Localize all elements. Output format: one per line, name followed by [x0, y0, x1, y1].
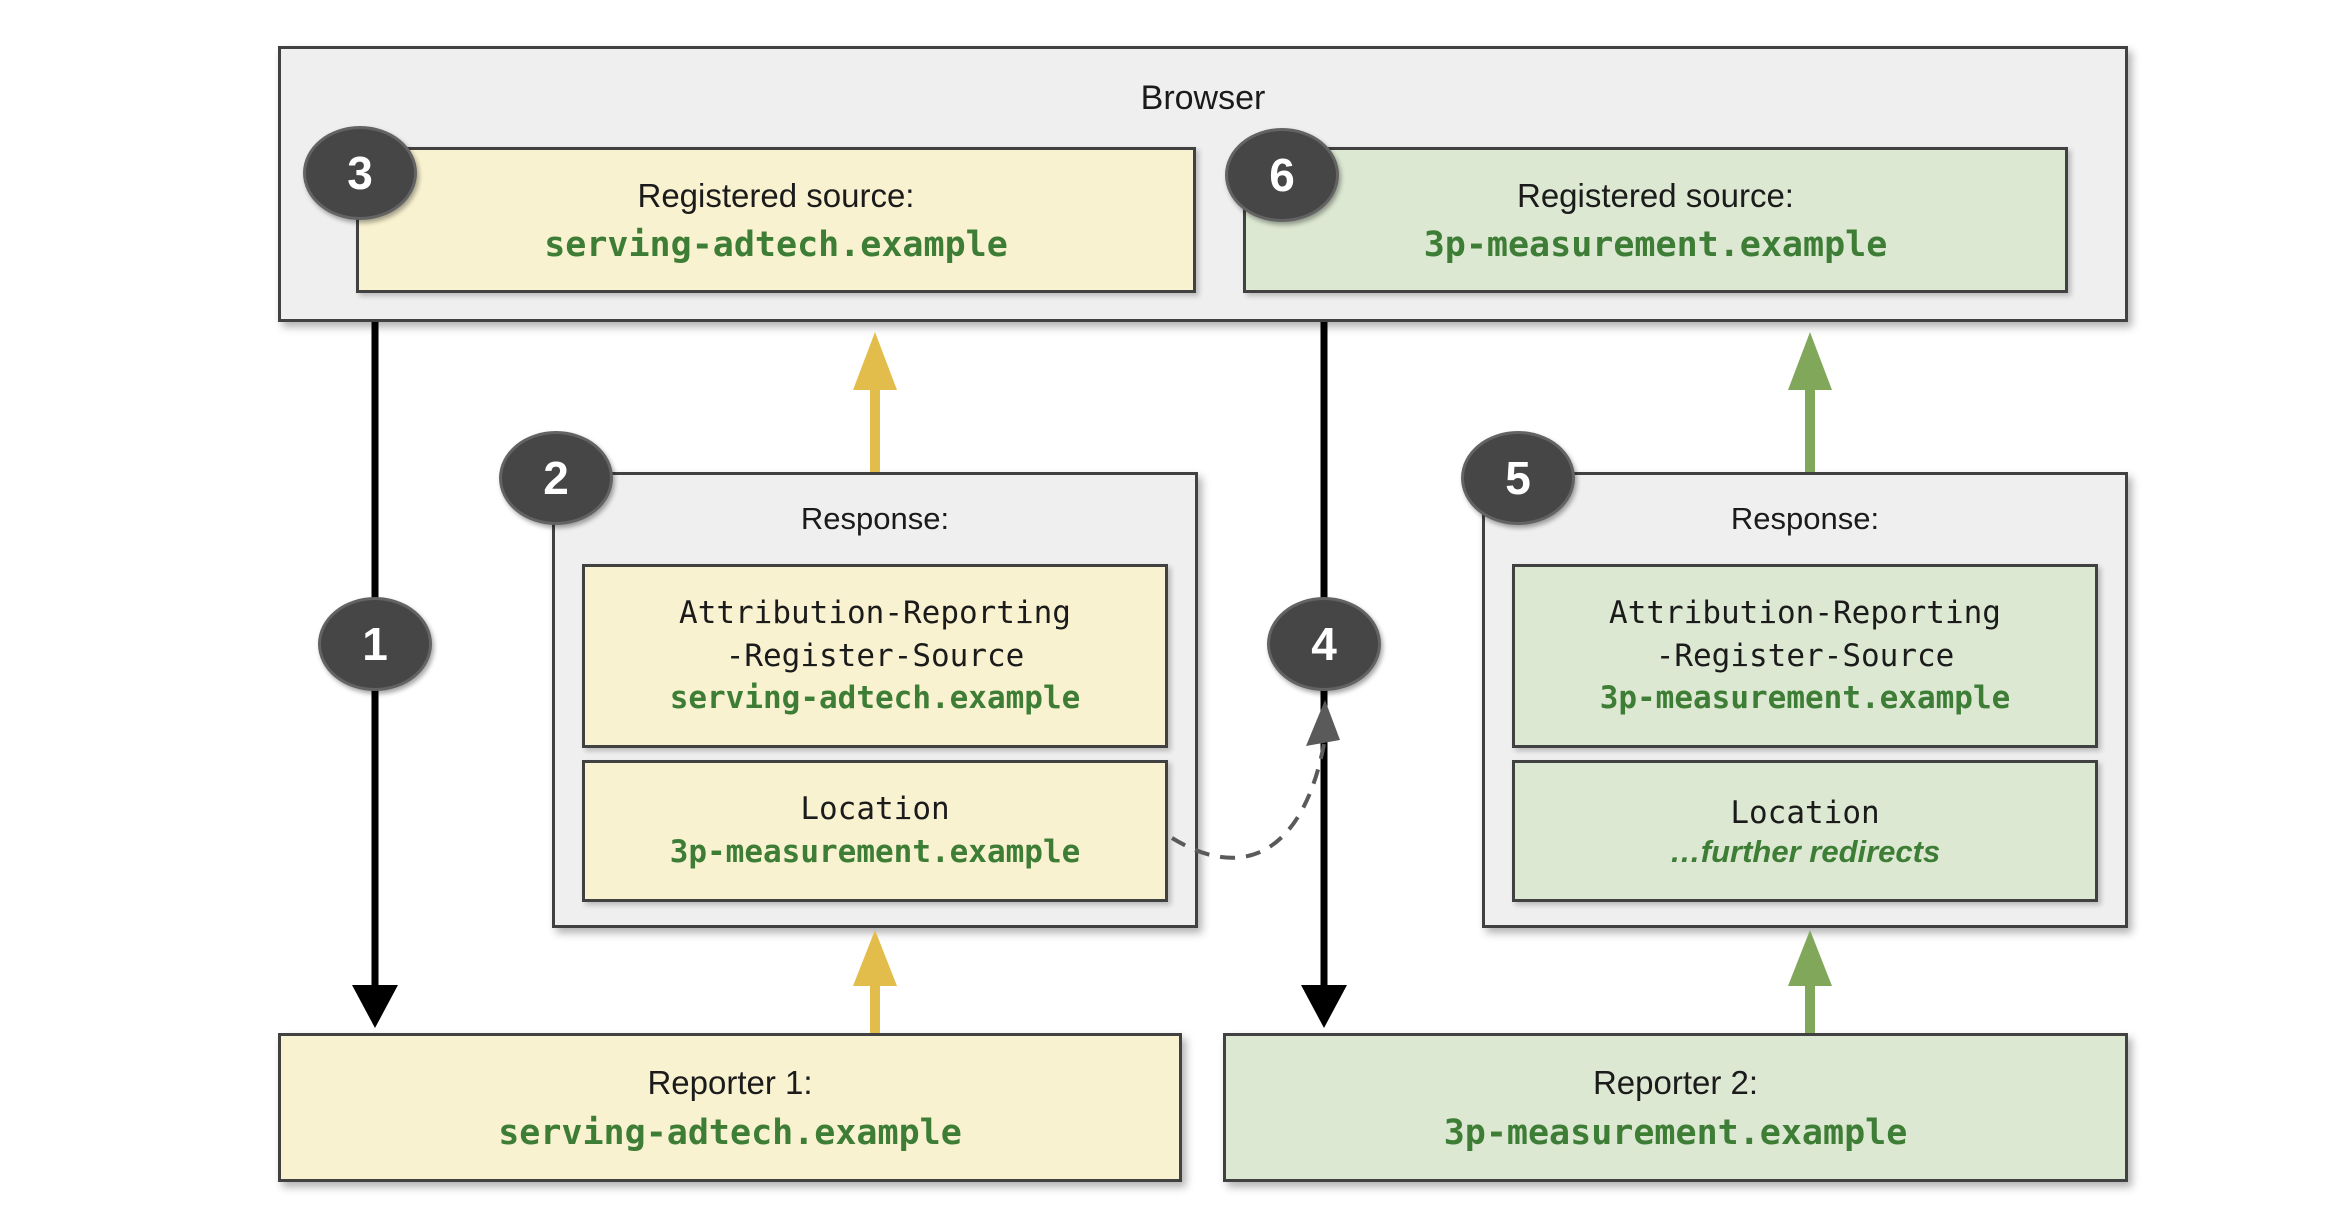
step-number: 1: [362, 618, 388, 670]
arrowhead-up-icon: [1788, 930, 1832, 986]
reporter-2-domain: 3p-measurement.example: [1443, 1112, 1908, 1153]
reporter-1-box: Reporter 1: serving-adtech.example: [278, 1033, 1182, 1182]
response-2-box: Response: Attribution-Reporting -Registe…: [1482, 472, 2128, 928]
response-2-title: Response:: [1730, 501, 1880, 536]
reporter-2-label: Reporter 2:: [1592, 1064, 1759, 1102]
registered-source-1-box: Registered source: serving-adtech.exampl…: [356, 147, 1196, 293]
header-value: …further redirects: [1669, 834, 1941, 870]
step-badge-2: 2: [499, 431, 613, 525]
header-name-line: Attribution-Reporting: [1609, 594, 2001, 631]
reporter-2-box: Reporter 2: 3p-measurement.example: [1223, 1033, 2128, 1182]
registered-source-2-domain: 3p-measurement.example: [1423, 225, 1888, 266]
arrow-reporter1-to-response1: [853, 930, 897, 1033]
reporter-1-domain: serving-adtech.example: [498, 1112, 962, 1153]
arrowhead-down-icon: [352, 985, 398, 1028]
step-badge-3: 3: [303, 126, 417, 220]
response-1-title: Response:: [800, 501, 950, 536]
step-number: 5: [1505, 452, 1531, 504]
browser-title: Browser: [1140, 79, 1266, 117]
registered-source-1-label: Registered source:: [637, 176, 915, 214]
step-number: 4: [1311, 618, 1337, 670]
step-badge-4: 4: [1267, 597, 1381, 691]
registered-source-2-box: Registered source: 3p-measurement.exampl…: [1243, 147, 2068, 293]
header-name-line: Location: [1730, 794, 1880, 831]
step-badge-1: 1: [318, 597, 432, 691]
header-value: 3p-measurement.example: [669, 834, 1081, 870]
header-value: serving-adtech.example: [669, 680, 1081, 717]
step-number: 3: [347, 147, 373, 199]
arrow-response1-to-browser: [853, 332, 897, 472]
response-1-location-header: Location 3p-measurement.example: [582, 760, 1168, 902]
response-2-register-source-header: Attribution-Reporting -Register-Source 3…: [1512, 564, 2098, 748]
response-1-register-source-header: Attribution-Reporting -Register-Source s…: [582, 564, 1168, 748]
header-name-line: Attribution-Reporting: [679, 594, 1071, 631]
arrowhead-up-icon: [853, 930, 897, 986]
registered-source-1-domain: serving-adtech.example: [544, 225, 1008, 266]
arrowhead-up-icon: [1788, 332, 1832, 390]
response-2-location-header: Location …further redirects: [1512, 760, 2098, 902]
arrowhead-down-icon: [1301, 985, 1347, 1028]
step-badge-5: 5: [1461, 431, 1575, 525]
arrow-response2-to-browser: [1788, 332, 1832, 472]
header-value: 3p-measurement.example: [1599, 680, 2011, 717]
header-name-line: Location: [800, 791, 950, 828]
arrowhead-up-icon: [1306, 700, 1340, 746]
response-1-box: Response: Attribution-Reporting -Registe…: [552, 472, 1198, 928]
arrow-reporter2-to-response2: [1788, 930, 1832, 1033]
reporter-1-label: Reporter 1:: [647, 1064, 813, 1102]
arrowhead-up-icon: [853, 332, 897, 390]
header-name-line: -Register-Source: [1655, 637, 1955, 674]
header-name-line: -Register-Source: [725, 637, 1025, 674]
registered-source-2-label: Registered source:: [1517, 176, 1794, 214]
step-badge-6: 6: [1225, 128, 1339, 222]
step-number: 2: [543, 452, 569, 504]
step-number: 6: [1269, 149, 1295, 201]
